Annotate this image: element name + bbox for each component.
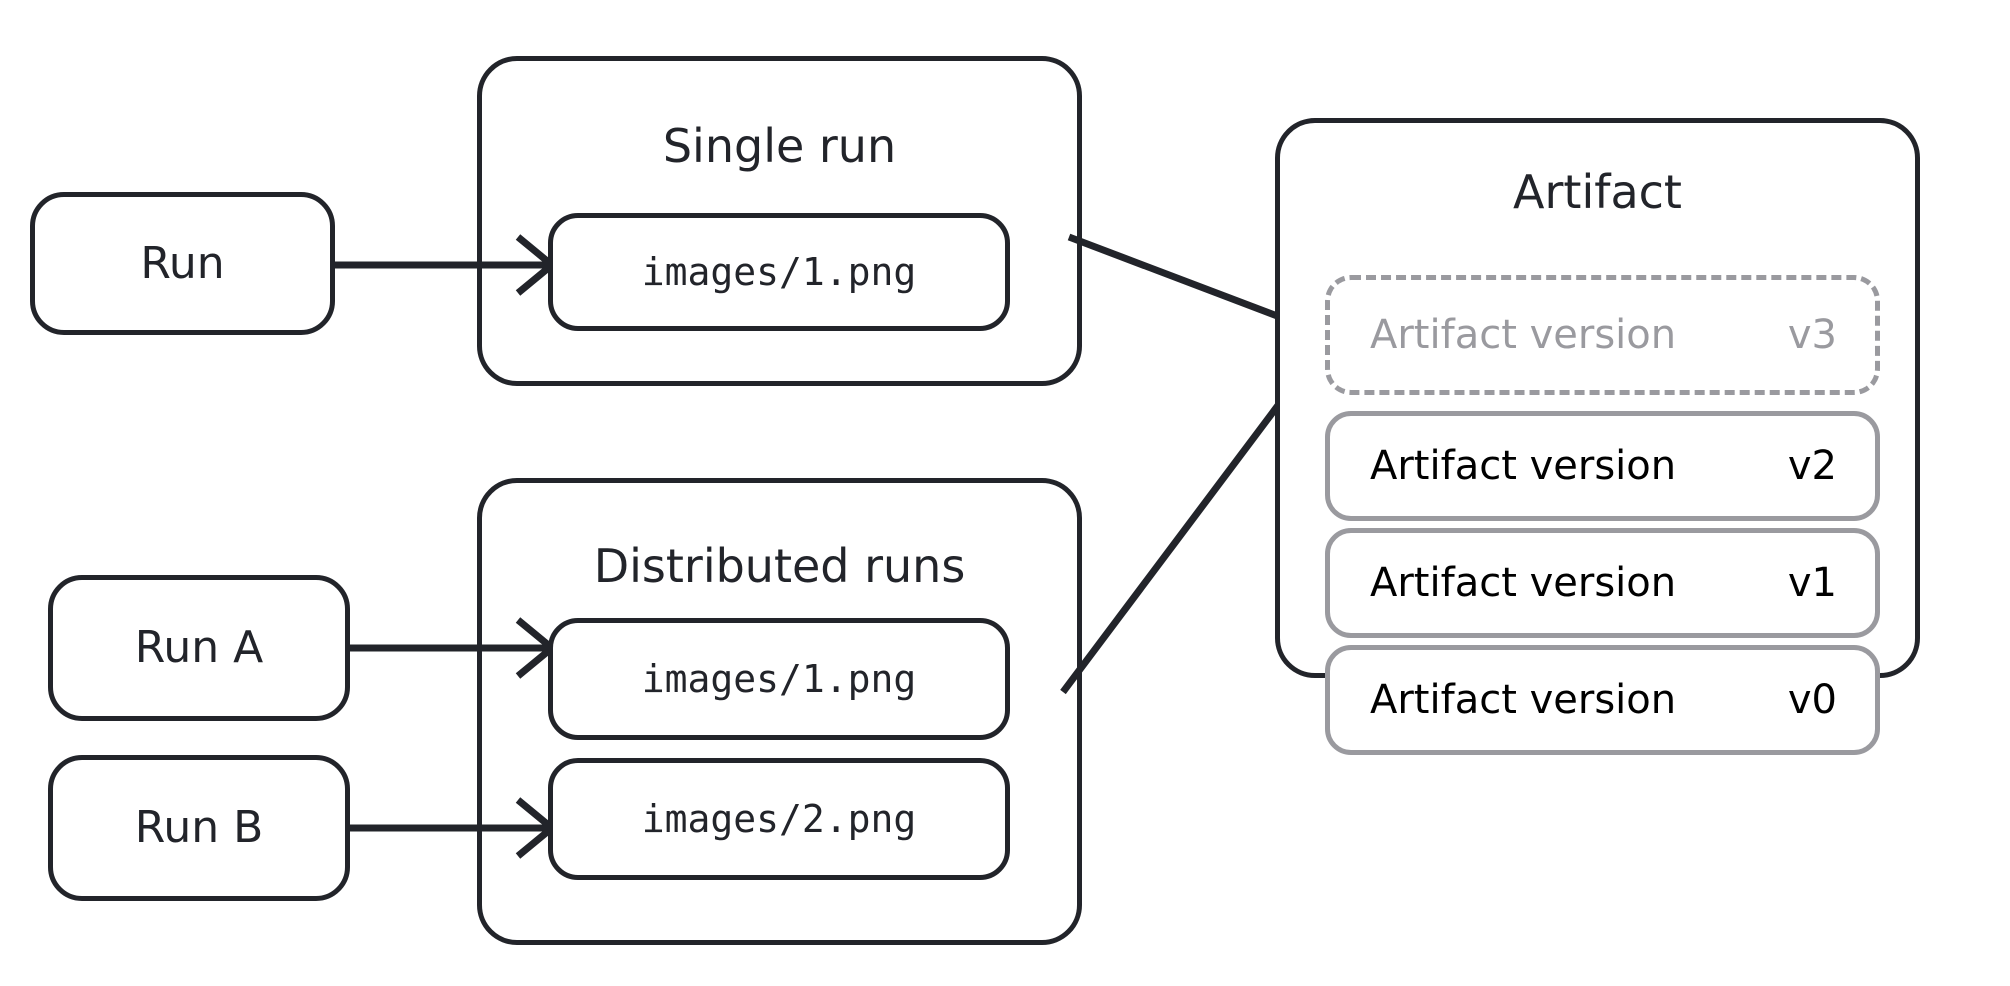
run-node-single[interactable]: Run [30, 192, 335, 335]
artifact-version-label: Artifact version [1370, 677, 1677, 723]
artifact-version-row-v3[interactable]: Artifact version v3 [1325, 275, 1880, 395]
artifact-version-tag: v1 [1787, 560, 1837, 606]
group-single-run: Single run images/1.png [477, 56, 1082, 386]
file-box-distributed-2[interactable]: images/2.png [548, 758, 1010, 880]
group-distributed-runs: Distributed runs images/1.png images/2.p… [477, 478, 1082, 945]
artifact-version-row-v2[interactable]: Artifact version v2 [1325, 411, 1880, 521]
artifact-version-tag: v3 [1787, 312, 1837, 358]
artifact-version-tag: v0 [1787, 677, 1837, 723]
run-node-b[interactable]: Run B [48, 755, 350, 901]
file-path-label: images/2.png [641, 797, 917, 841]
artifact-version-tag: v2 [1787, 443, 1837, 489]
artifact-title: Artifact [1513, 165, 1682, 219]
run-node-label: Run B [134, 802, 264, 853]
run-node-a[interactable]: Run A [48, 575, 350, 721]
file-path-label: images/1.png [641, 657, 917, 701]
run-node-label: Run A [134, 622, 264, 673]
run-node-label: Run [140, 237, 225, 289]
file-box-single-1[interactable]: images/1.png [548, 213, 1010, 331]
artifact-version-label: Artifact version [1370, 312, 1677, 358]
artifact-version-label: Artifact version [1370, 560, 1677, 606]
artifact-panel: Artifact Artifact version v3 Artifact ve… [1275, 118, 1920, 755]
group-title-distributed-runs: Distributed runs [593, 539, 966, 593]
file-box-distributed-1[interactable]: images/1.png [548, 618, 1010, 740]
artifact-version-row-v0[interactable]: Artifact version v0 [1325, 645, 1880, 755]
artifact-version-row-v1[interactable]: Artifact version v1 [1325, 528, 1880, 638]
file-path-label: images/1.png [641, 250, 917, 294]
group-title-single-run: Single run [662, 119, 897, 173]
artifact-version-label: Artifact version [1370, 443, 1677, 489]
